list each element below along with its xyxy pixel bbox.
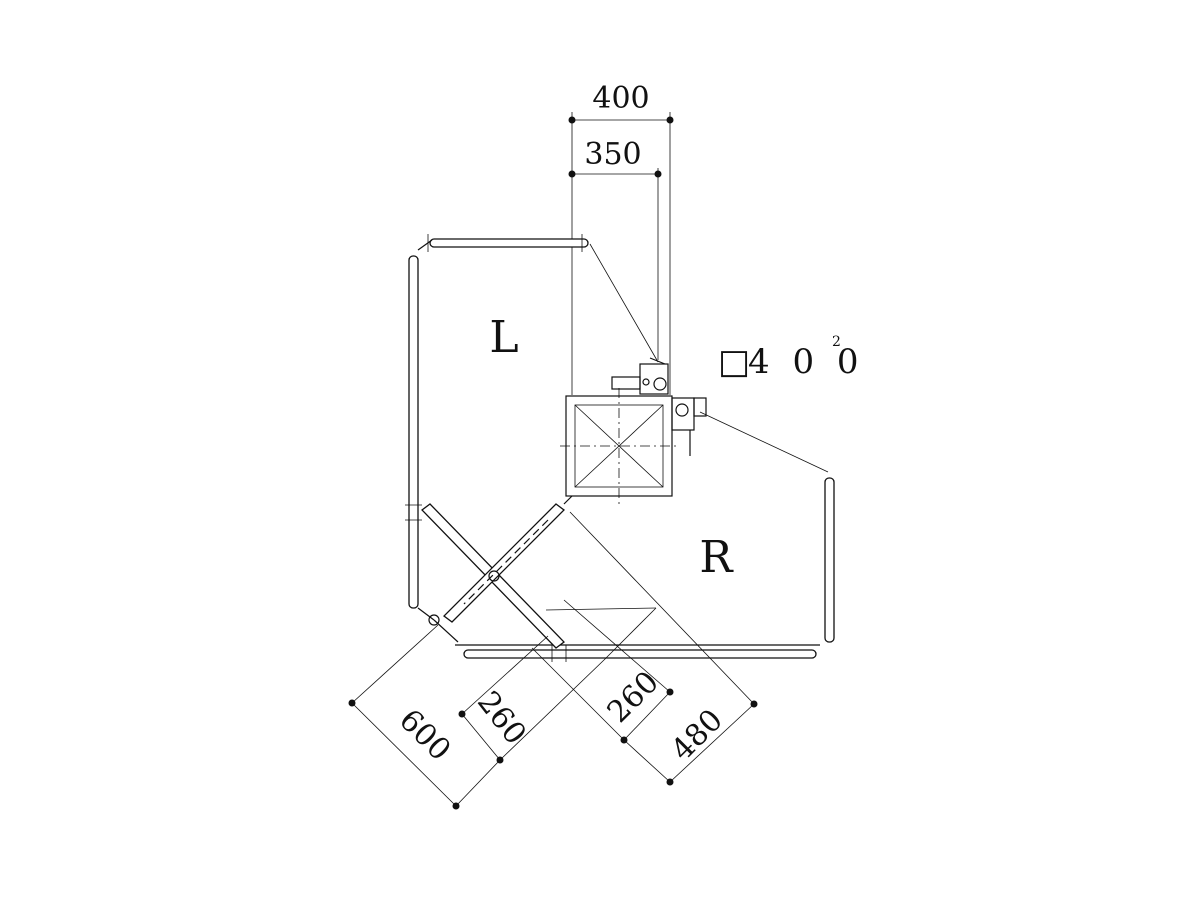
bracket-plate: [611, 376, 641, 390]
dim-point: [620, 736, 628, 744]
column-note-symbol: □: [718, 342, 756, 382]
extension-line: [499, 659, 605, 761]
column-note-superscript: 2: [832, 334, 841, 350]
connector-line: [589, 243, 659, 363]
dim-line-260-right: [623, 691, 671, 741]
column-size-note: □ 4 0 0 2: [718, 334, 865, 382]
top-rail: [429, 238, 589, 248]
dim-label-600: 600: [392, 703, 457, 768]
dim-point: [452, 802, 460, 810]
pivot-pin: [428, 614, 440, 626]
bracket-pin: [653, 377, 667, 391]
diagonal-dashed: [463, 519, 549, 605]
extension-line: [603, 607, 657, 661]
corner-line: [417, 239, 433, 251]
connector-lines: [589, 243, 829, 473]
dim-label-400: 400: [592, 81, 649, 116]
left-rail: [408, 255, 419, 609]
central-column: [560, 388, 678, 504]
corner-line: [563, 495, 573, 505]
corner-line: [417, 607, 435, 621]
extension-line: [351, 624, 439, 704]
extension-line: [545, 607, 657, 611]
bracket-pin: [642, 378, 650, 386]
right-outline: [455, 477, 835, 662]
bottom-rail: [463, 649, 817, 659]
dim-line-260-left: [461, 713, 501, 761]
bracket-hardware: [611, 357, 707, 456]
extension-line: [569, 511, 755, 705]
connector-line: [699, 411, 829, 473]
diagonal-bars: [417, 495, 573, 649]
column-note-value: 4 0 0: [748, 342, 865, 382]
dim-point: [568, 170, 576, 178]
dim-point: [568, 116, 576, 124]
dim-point: [750, 700, 758, 708]
corner-line: [433, 619, 459, 643]
dim-point: [666, 778, 674, 786]
extension-line: [563, 599, 671, 693]
dim-point: [348, 699, 356, 707]
pivot-pin: [488, 570, 500, 582]
column-diagonal: [574, 404, 664, 488]
dim-label-260-left: 260: [470, 685, 533, 752]
right-rail: [824, 477, 835, 643]
bracket-line: [649, 357, 666, 365]
region-label-right: R: [699, 532, 734, 583]
extension-line: [531, 647, 625, 741]
bracket-plate: [693, 397, 707, 417]
dim-line-600: [351, 702, 457, 807]
left-outline: [405, 234, 589, 609]
dim-closure: [455, 759, 501, 807]
dim-label-260-right: 260: [601, 665, 666, 730]
dim-point: [666, 116, 674, 124]
top-dimension-group: 400 350: [568, 81, 674, 395]
dim-label-480: 480: [665, 703, 730, 768]
dim-label-350: 350: [584, 137, 641, 172]
dim-point: [654, 170, 662, 178]
dim-closure: [623, 739, 671, 783]
region-label-left: L: [489, 312, 518, 363]
bracket-pin: [675, 403, 689, 417]
dim-point: [458, 710, 466, 718]
dim-point: [496, 756, 504, 764]
extension-line: [461, 635, 549, 715]
dim-point: [666, 688, 674, 696]
bracket-right: [671, 397, 695, 431]
dim-line-480: [669, 703, 755, 783]
